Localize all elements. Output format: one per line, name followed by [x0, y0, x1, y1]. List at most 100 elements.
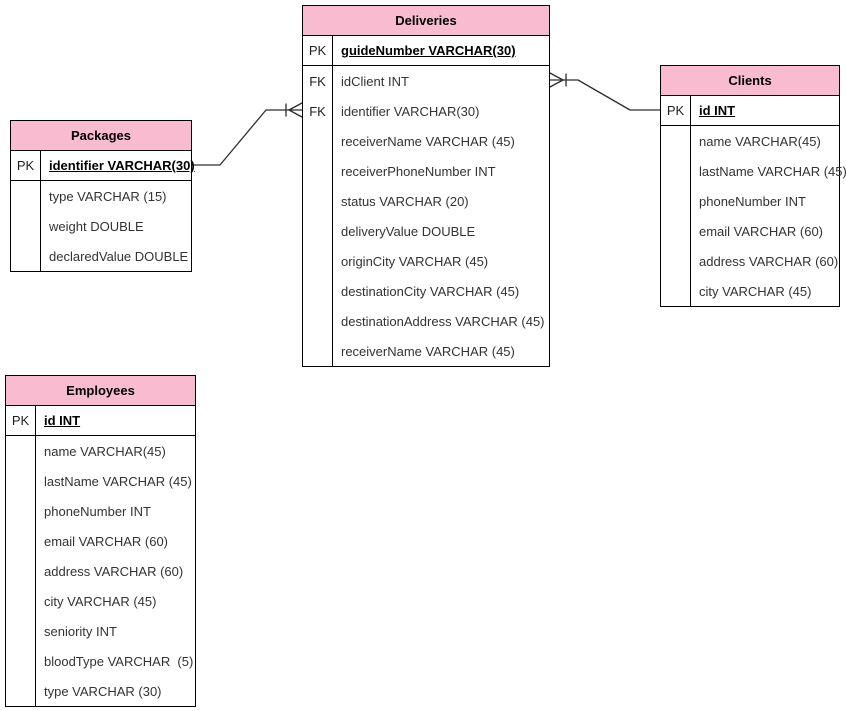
key-tag-cell: [6, 526, 36, 556]
attribute-row[interactable]: name VARCHAR(45): [6, 436, 195, 466]
attribute-row[interactable]: bloodType VARCHAR (5): [6, 646, 195, 676]
attribute-text: type VARCHAR (30): [44, 683, 162, 699]
key-tag-cell: [303, 306, 333, 336]
attribute-text: seniority INT: [44, 623, 117, 639]
attribute-text: email VARCHAR (60): [699, 223, 824, 239]
connector-line: [191, 109, 290, 166]
attribute-text: city VARCHAR (45): [699, 283, 812, 299]
attribute-text: receiverPhoneNumber INT: [341, 163, 496, 179]
key-tag-cell: [661, 216, 691, 246]
attribute-text: lastName VARCHAR (45): [699, 163, 846, 179]
attribute-text: id INT: [699, 103, 736, 118]
key-tag-cell: FK: [303, 66, 333, 96]
attribute-text: guideNumber VARCHAR(30): [341, 43, 516, 58]
attribute-row[interactable]: address VARCHAR (60): [661, 246, 839, 276]
key-tag-cell: [303, 156, 333, 186]
attribute-text: city VARCHAR (45): [44, 593, 157, 609]
attribute-text: receiverName VARCHAR (45): [341, 133, 515, 149]
attribute-text: name VARCHAR(45): [699, 133, 821, 149]
key-tag-cell: [661, 156, 691, 186]
attribute-text: status VARCHAR (20): [341, 193, 469, 209]
attribute-text: originCity VARCHAR (45): [341, 253, 489, 269]
attribute-row[interactable]: deliveryValue DOUBLE: [303, 216, 549, 246]
attribute-row[interactable]: receiverPhoneNumber INT: [303, 156, 549, 186]
key-tag-cell: [661, 126, 691, 156]
key-tag-cell: [6, 556, 36, 586]
attribute-row[interactable]: seniority INT: [6, 616, 195, 646]
attribute-row[interactable]: email VARCHAR (60): [6, 526, 195, 556]
primary-key-row[interactable]: PK id INT: [6, 406, 195, 436]
key-tag-cell: [303, 336, 333, 366]
key-tag-cell: [303, 276, 333, 306]
key-tag-cell: [6, 436, 36, 466]
key-tag-cell: [303, 126, 333, 156]
attribute-text: type VARCHAR (15): [49, 188, 167, 204]
attribute-text: bloodType VARCHAR (5): [44, 653, 194, 669]
attribute-row[interactable]: status VARCHAR (20): [303, 186, 549, 216]
key-tag-cell: [303, 216, 333, 246]
attribute-text: address VARCHAR (60): [699, 253, 839, 269]
attribute-row[interactable]: city VARCHAR (45): [6, 586, 195, 616]
attribute-row[interactable]: receiverName VARCHAR (45): [303, 126, 549, 156]
attribute-text: phoneNumber INT: [44, 503, 151, 519]
key-tag-cell: [11, 241, 41, 271]
attribute-text: deliveryValue DOUBLE: [341, 223, 476, 239]
attribute-row[interactable]: declaredValue DOUBLE: [11, 241, 191, 271]
attribute-row[interactable]: lastName VARCHAR (45): [6, 466, 195, 496]
attribute-row[interactable]: FK identifier VARCHAR(30): [303, 96, 549, 126]
key-tag-cell: [661, 186, 691, 216]
attribute-row[interactable]: lastName VARCHAR (45): [661, 156, 846, 186]
key-tag-cell: [6, 466, 36, 496]
key-tag-cell: [6, 586, 36, 616]
attribute-row[interactable]: name VARCHAR(45): [661, 126, 839, 156]
key-tag-cell: [6, 496, 36, 526]
attribute-text: identifier VARCHAR(30): [341, 103, 480, 119]
attribute-row[interactable]: destinationAddress VARCHAR (45): [303, 306, 549, 336]
attribute-text: receiverName VARCHAR (45): [341, 343, 515, 359]
entity-title-packages: Packages: [11, 121, 191, 151]
attribute-text: destinationAddress VARCHAR (45): [341, 313, 545, 329]
attribute-text: identifier VARCHAR(30): [49, 158, 195, 173]
attribute-row[interactable]: phoneNumber INT: [6, 496, 195, 526]
key-tag-cell: [6, 646, 36, 676]
key-tag-cell: PK: [11, 151, 41, 180]
attribute-row[interactable]: destinationCity VARCHAR (45): [303, 276, 549, 306]
relation-clients-deliveries: [549, 72, 661, 111]
attribute-row[interactable]: address VARCHAR (60): [6, 556, 195, 586]
attribute-row[interactable]: type VARCHAR (15): [11, 181, 191, 211]
entity-title-clients: Clients: [661, 66, 839, 96]
connector-line: [562, 79, 661, 111]
attribute-text: phoneNumber INT: [699, 193, 806, 209]
key-tag-cell: [11, 181, 41, 211]
attribute-row[interactable]: city VARCHAR (45): [661, 276, 839, 306]
attribute-row[interactable]: weight DOUBLE: [11, 211, 191, 241]
attribute-row[interactable]: receiverName VARCHAR (45): [303, 336, 549, 366]
attribute-text: destinationCity VARCHAR (45): [341, 283, 520, 299]
attribute-text: declaredValue DOUBLE: [49, 248, 189, 264]
attribute-row[interactable]: originCity VARCHAR (45): [303, 246, 549, 276]
key-tag-cell: [6, 676, 36, 706]
key-tag-cell: PK: [6, 406, 36, 435]
attribute-text: weight DOUBLE: [49, 218, 144, 234]
crow-foot-many-icon: [288, 102, 303, 118]
key-tag-cell: [661, 276, 691, 306]
attribute-row[interactable]: email VARCHAR (60): [661, 216, 839, 246]
entity-title-deliveries: Deliveries: [303, 6, 549, 36]
attribute-text: name VARCHAR(45): [44, 443, 166, 459]
key-tag-cell: [661, 246, 691, 276]
attribute-row[interactable]: phoneNumber INT: [661, 186, 839, 216]
attribute-row[interactable]: type VARCHAR (30): [6, 676, 195, 706]
key-tag-cell: [6, 616, 36, 646]
key-tag-cell: FK: [303, 96, 333, 126]
attribute-text: id INT: [44, 413, 81, 428]
primary-key-row[interactable]: PK identifier VARCHAR(30): [11, 151, 195, 181]
attribute-text: address VARCHAR (60): [44, 563, 184, 579]
